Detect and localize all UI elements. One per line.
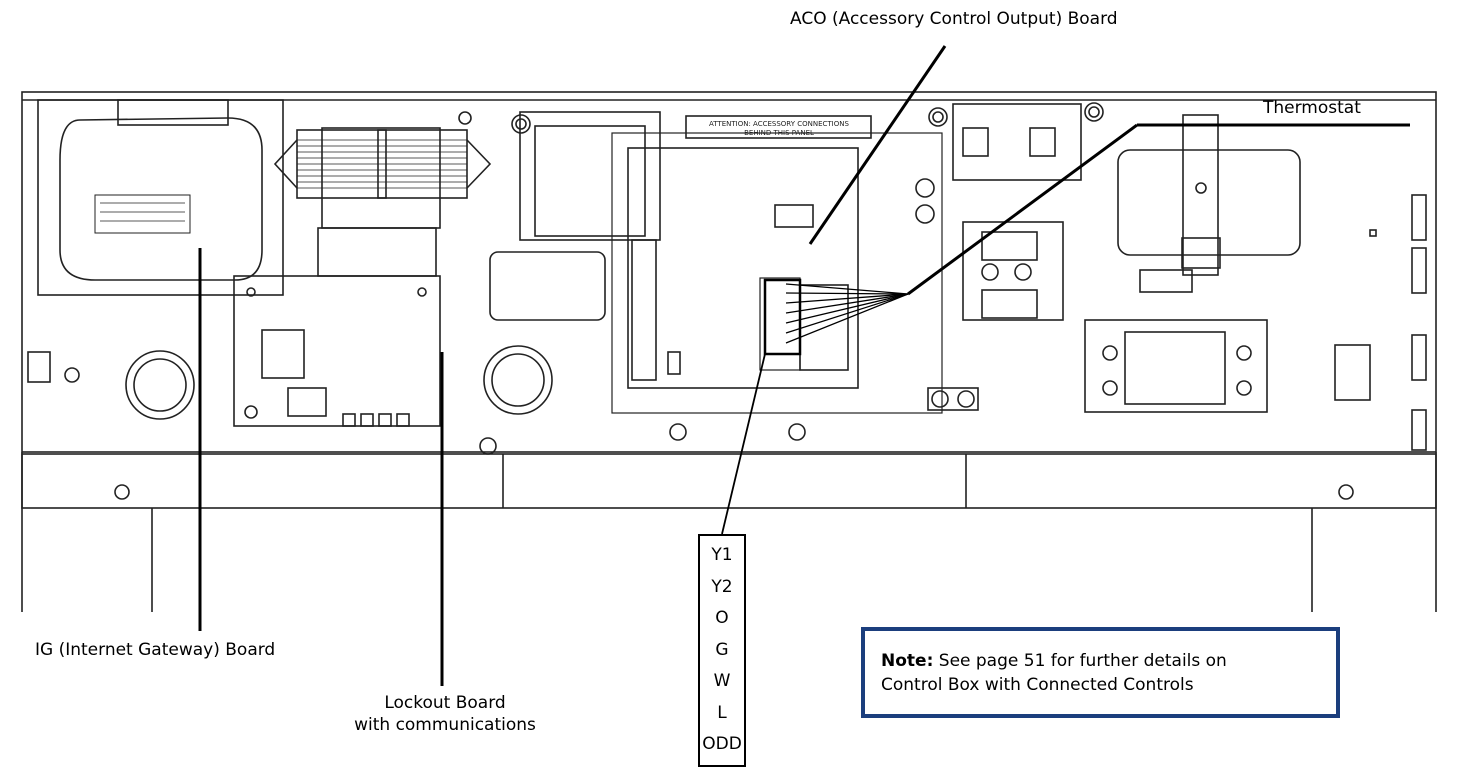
contactor <box>1084 319 1268 413</box>
terminal-list-box: Y1 Y2 O G W L ODD <box>698 534 746 767</box>
lockout-label-line-1: Lockout Board <box>384 693 506 713</box>
ig-board-label: IG (Internet Gateway) Board <box>35 640 276 660</box>
aco-board-label: ACO (Accessory Control Output) Board <box>790 9 1118 29</box>
terminal-label: Y1 <box>711 545 733 565</box>
lockout-board <box>233 275 441 427</box>
note-line-1: Note: See page 51 for further details on <box>881 649 1322 673</box>
terminal-label: ODD <box>702 734 742 754</box>
terminal-label: G <box>715 639 729 660</box>
center-knockout <box>483 345 553 415</box>
attention-panel-text: ATTENTION: ACCESSORY CONNECTIONS BEHIND … <box>709 120 849 137</box>
thermostat-module <box>952 103 1082 181</box>
note-text-1: See page 51 for further details on <box>933 651 1227 671</box>
terminal-leader <box>721 353 766 535</box>
attention-line-2: BEHIND THIS PANEL <box>744 129 814 137</box>
cabinet-outline <box>21 91 1437 453</box>
thermostat-wires <box>785 283 909 344</box>
ig-board-enclosure <box>37 99 284 296</box>
note-prefix: Note: <box>881 651 934 671</box>
terminal-label: W <box>713 671 731 691</box>
terminal-label: Y2 <box>711 576 733 597</box>
bottom-rail <box>21 453 1437 509</box>
lockout-label-line-2: with communications <box>354 715 536 735</box>
thermostat-label: Thermostat <box>1263 98 1361 118</box>
note-line-2: Control Box with Connected Controls <box>881 675 1194 695</box>
callout-lines <box>198 45 1410 686</box>
terminal-label: L <box>717 702 727 723</box>
transformer <box>273 127 492 277</box>
terminal-label: O <box>715 608 729 628</box>
left-knockout <box>125 350 195 420</box>
attention-line-1: ATTENTION: ACCESSORY CONNECTIONS <box>709 120 849 128</box>
aco-leader <box>808 45 947 245</box>
aco-board <box>611 132 943 414</box>
note-box: Note: See page 51 for further details on… <box>861 627 1340 718</box>
terminal-highlight <box>763 278 802 356</box>
capacitor <box>1117 149 1301 256</box>
lockout-board-label: Lockout Board with communications <box>300 692 590 736</box>
